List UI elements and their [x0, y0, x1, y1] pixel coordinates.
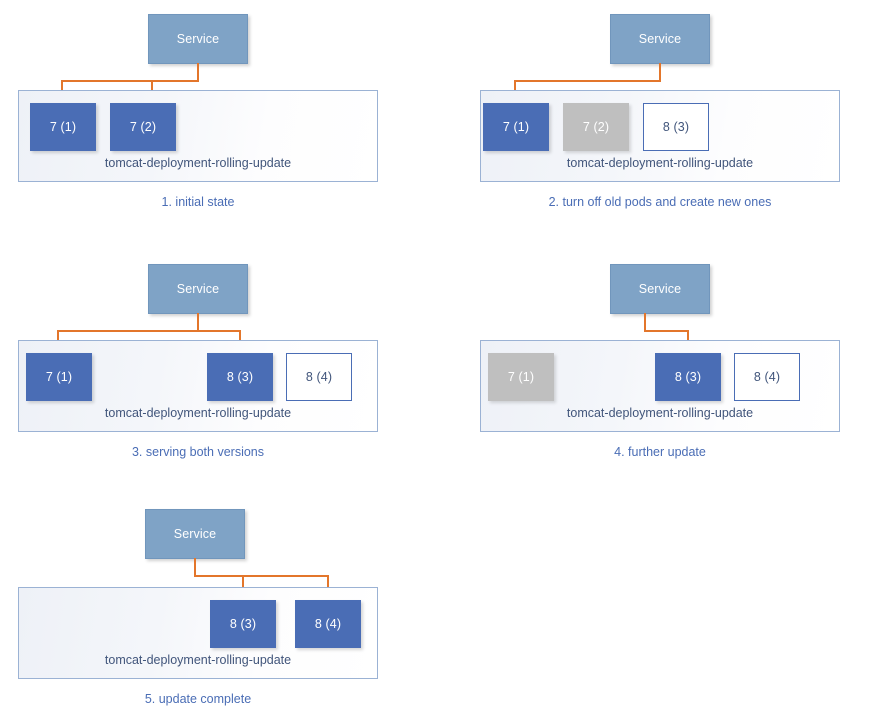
pod-8-3[interactable]: 8 (3)	[655, 353, 721, 401]
panel-caption: 5. update complete	[144, 692, 252, 706]
pod-7-2[interactable]: 7 (2)	[110, 103, 176, 151]
panel-5: Service tomcat-deployment-rolling-update…	[0, 495, 400, 718]
panel-1: Service tomcat-deployment-rolling-update…	[0, 0, 400, 230]
deployment-label: tomcat-deployment-rolling-update	[104, 653, 292, 667]
pod-8-3[interactable]: 8 (3)	[210, 600, 276, 648]
panel-caption: 2. turn off old pods and create new ones	[548, 195, 772, 209]
deployment-label: tomcat-deployment-rolling-update	[566, 406, 754, 420]
panel-4: Service tomcat-deployment-rolling-update…	[460, 250, 870, 460]
pod-7-1[interactable]: 7 (1)	[483, 103, 549, 151]
panel-3: Service tomcat-deployment-rolling-update…	[0, 250, 400, 460]
panel-caption: 1. initial state	[161, 195, 235, 209]
panel-caption: 3. serving both versions	[131, 445, 264, 459]
service-node[interactable]: Service	[145, 509, 245, 559]
panel-2: Service tomcat-deployment-rolling-update…	[460, 0, 870, 230]
service-node[interactable]: Service	[610, 264, 710, 314]
pod-8-3[interactable]: 8 (3)	[643, 103, 709, 151]
deployment-label: tomcat-deployment-rolling-update	[104, 156, 292, 170]
pod-7-1[interactable]: 7 (1)	[488, 353, 554, 401]
pod-7-1[interactable]: 7 (1)	[26, 353, 92, 401]
deployment-label: tomcat-deployment-rolling-update	[566, 156, 754, 170]
pod-8-4[interactable]: 8 (4)	[295, 600, 361, 648]
service-node[interactable]: Service	[610, 14, 710, 64]
service-node[interactable]: Service	[148, 264, 248, 314]
pod-8-4[interactable]: 8 (4)	[734, 353, 800, 401]
pod-7-1[interactable]: 7 (1)	[30, 103, 96, 151]
panel-caption: 4. further update	[614, 445, 706, 459]
service-node[interactable]: Service	[148, 14, 248, 64]
deployment-label: tomcat-deployment-rolling-update	[104, 406, 292, 420]
pod-8-3[interactable]: 8 (3)	[207, 353, 273, 401]
pod-7-2[interactable]: 7 (2)	[563, 103, 629, 151]
pod-8-4[interactable]: 8 (4)	[286, 353, 352, 401]
